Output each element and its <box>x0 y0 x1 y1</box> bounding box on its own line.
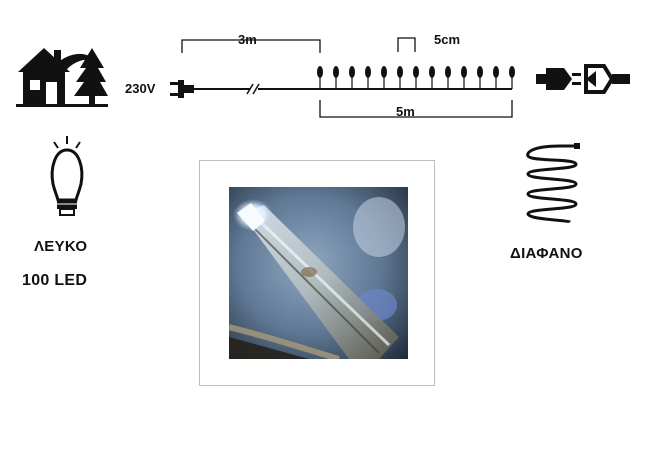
string-bulb <box>317 66 323 89</box>
coiled-cable-icon <box>526 143 580 224</box>
color-label: ΛΕΥΚΟ <box>34 238 88 255</box>
dim-first-section-label: 3m <box>238 32 257 47</box>
led-count-label: 100 LED <box>22 272 88 289</box>
string-bulb <box>413 66 419 89</box>
product-photo <box>229 187 408 359</box>
indoor-outdoor-icon <box>16 48 108 107</box>
string-bulb <box>509 66 515 89</box>
string-bulb <box>333 66 339 89</box>
connectable-plug-icon <box>536 64 630 94</box>
product-photo-frame <box>199 160 435 386</box>
string-bulb <box>493 66 499 89</box>
string-bulb <box>461 66 467 89</box>
string-bulb <box>477 66 483 89</box>
led-bulb-icon <box>50 136 84 216</box>
string-bulb <box>397 66 403 89</box>
light-string-diagram <box>170 37 515 118</box>
dim-spacing-label: 5cm <box>434 32 461 47</box>
cable-type-label: ΔΙΑΦΑΝΟ <box>510 245 583 262</box>
string-bulb <box>365 66 371 89</box>
string-bulb <box>445 66 451 89</box>
dim-lit-length-label: 5m <box>396 104 415 119</box>
power-plug-icon <box>170 80 194 98</box>
string-bulb <box>429 66 435 89</box>
voltage-label: 230V <box>125 81 156 96</box>
string-bulb <box>381 66 387 89</box>
string-bulb <box>349 66 355 89</box>
